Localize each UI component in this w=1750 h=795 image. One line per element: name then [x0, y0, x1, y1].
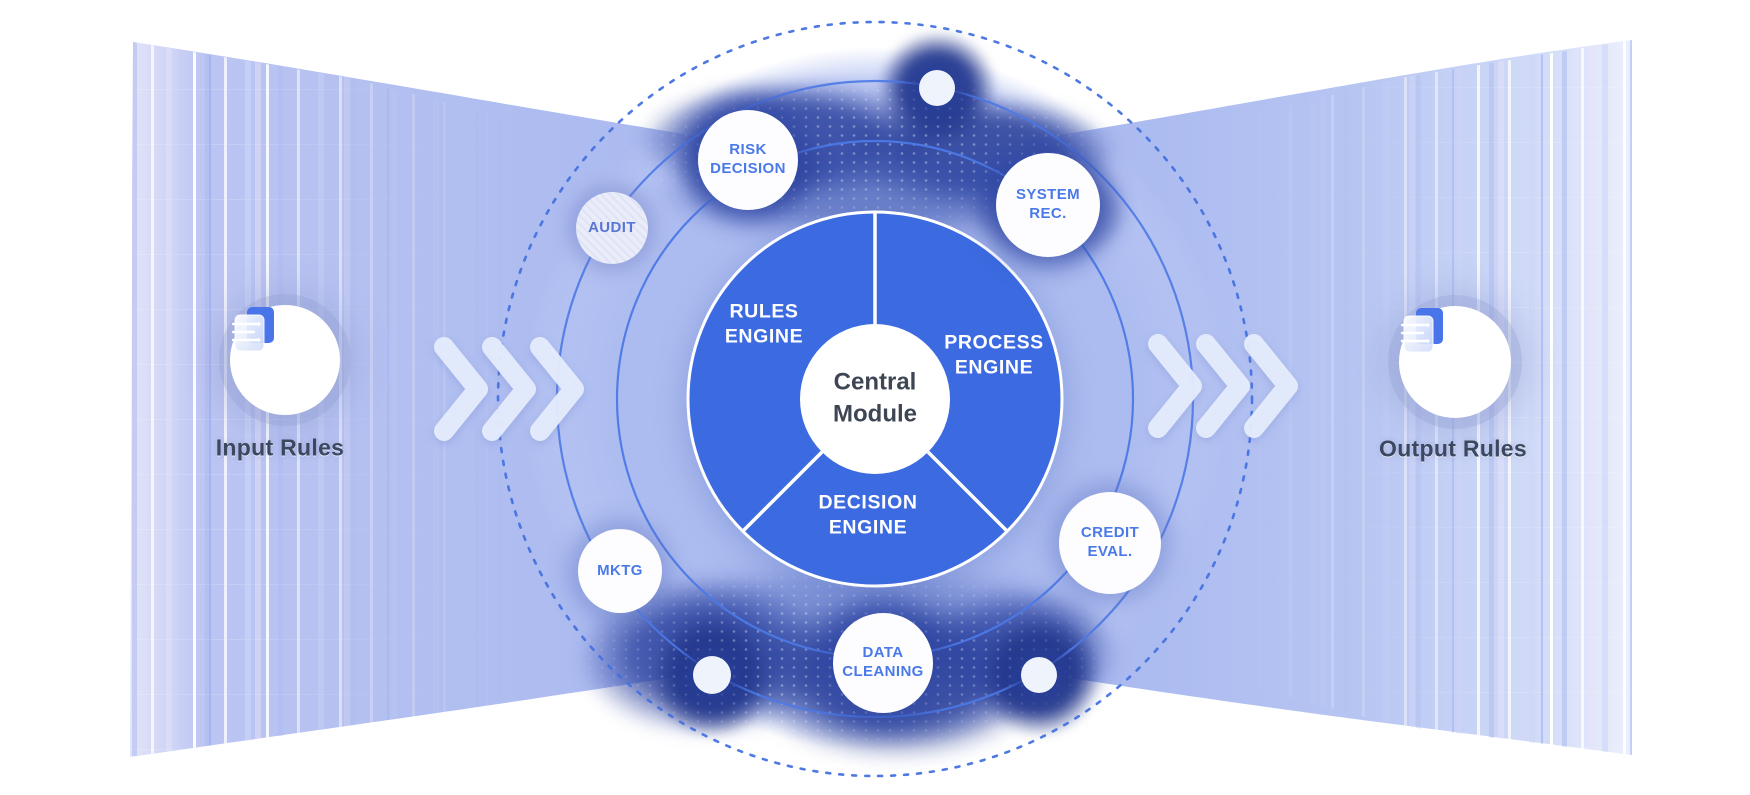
node-audit-label: AUDIT — [588, 218, 636, 236]
input-rules-label: Input Rules — [215, 434, 345, 461]
node-system-rec-label: SYSTEM REC. — [1015, 186, 1081, 222]
node-credit-eval-label: CREDIT EVAL. — [1080, 524, 1140, 560]
node-audit: AUDIT — [576, 192, 648, 264]
node-data-cleaning: DATA CLEANING — [833, 613, 933, 713]
orbit-dot-bottom-left — [693, 656, 731, 694]
output-rules-label: Output Rules — [1379, 435, 1527, 462]
node-credit-eval: CREDIT EVAL. — [1059, 492, 1161, 594]
output-rules-node — [1399, 306, 1511, 418]
node-system-rec: SYSTEM REC. — [996, 153, 1100, 257]
input-rules-node — [230, 305, 340, 415]
node-data-cleaning-label: DATA CLEANING — [842, 644, 924, 680]
sector-label-decision-engine: DECISION ENGINE — [818, 491, 918, 539]
chevrons-right-icon-left-group — [434, 337, 584, 441]
node-mktg: MKTG — [578, 529, 662, 613]
document-icon — [1400, 308, 1443, 353]
left-panel-streak-texture — [128, 42, 560, 757]
sector-label-rules-engine: RULES ENGINE — [724, 300, 804, 348]
node-risk-decision-label: RISK DECISION — [710, 141, 786, 177]
document-icon — [231, 307, 274, 352]
node-mktg-label: MKTG — [597, 561, 643, 579]
node-risk-decision: RISK DECISION — [698, 110, 798, 210]
chevrons-right-icon-right-group — [1148, 334, 1298, 438]
central-module-label: Central Module — [833, 368, 917, 428]
orbit-dot-top — [919, 70, 955, 106]
sector-label-process-engine: PROCESS ENGINE — [944, 331, 1044, 379]
orbit-dot-bottom-right — [1021, 657, 1057, 693]
sector-dividers — [741, 213, 1009, 533]
